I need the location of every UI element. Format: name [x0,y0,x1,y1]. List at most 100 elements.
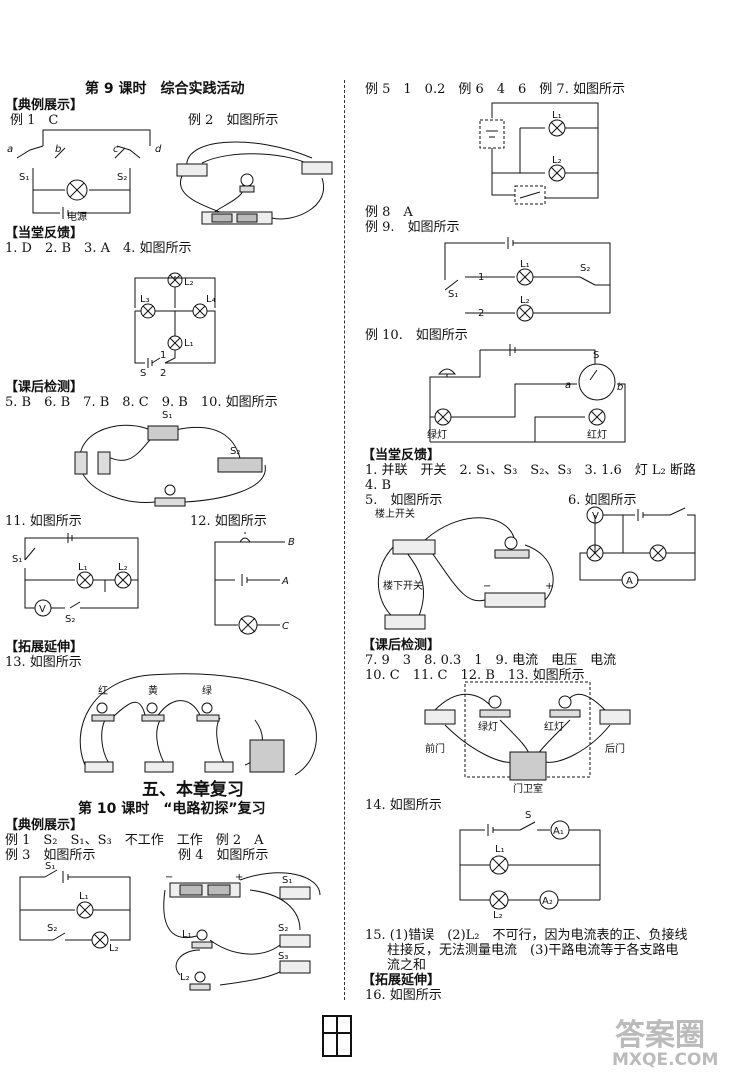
svg-text:+: + [545,581,553,592]
svg-text:L₄: L₄ [206,294,216,305]
svg-text:L₂: L₂ [180,972,190,983]
svg-text:S₁: S₁ [19,172,29,183]
question10-physical-wiring: S₁ S₂ [74,410,266,507]
svg-text:A₁: A₁ [553,826,564,837]
svg-text:S: S [140,368,146,379]
svg-text:S₂: S₂ [230,446,240,457]
lesson10-example3: 例 3 如图所示 [5,848,96,863]
svg-text:S₂: S₂ [278,923,288,934]
svg-text:L₁: L₁ [184,338,194,349]
guardroom-label: 门卫室 [513,782,543,795]
downstairs-switch-label: 楼下开关 [383,579,423,592]
lesson10-answers-1: 例 1 S₂ S₁、S₃ 不工作 工作 例 2 A [5,833,264,848]
question15-line3: 流之和 [387,958,427,973]
svg-text:2: 2 [478,308,484,319]
question6-circuit-diagram: VA [579,506,696,589]
watermark-logo: 答案圈 [615,1018,705,1053]
svg-text:S₁: S₁ [12,554,22,565]
svg-text:L₂: L₂ [184,277,194,288]
red-lamp-label: 红灯 [587,428,607,441]
front-door-label: 前门 [425,742,445,755]
svg-text:L₁: L₁ [552,110,562,121]
svg-text:S₁: S₁ [448,289,458,300]
svg-text:S₁: S₁ [162,410,172,421]
svg-text:b: b [55,144,61,155]
feedback-right-3: 5. 如图所示 [365,493,443,508]
svg-text:S₁: S₁ [45,861,55,872]
homework-answers: 5. B 6. B 7. B 8. C 9. B 10. 如图所示 [5,395,278,410]
answer-ex8: 例 8 A [365,205,413,220]
lesson10-example4: 例 4 如图所示 [178,848,269,863]
watermark-site: MXQE.COM [612,1050,719,1070]
upstairs-switch-label: 楼上开关 [375,507,415,520]
svg-text:L₃: L₃ [140,294,150,305]
feedback-answers: 1. D 2. B 3. A 4. 如图所示 [5,241,192,256]
example2-answer: 例 2 如图所示 [188,113,279,128]
svg-text:L₂: L₂ [118,562,128,573]
section-typical-2: 【典例展示】 [5,818,84,833]
question11-circuit-diagram: S₁ L₁ L₂ V S₂ [12,533,139,625]
svg-text:L₂: L₂ [109,943,119,954]
svg-text:S₂: S₂ [65,614,75,625]
red-lamp-door-label: 红灯 [544,720,564,733]
svg-text:A₂: A₂ [542,896,553,907]
svg-text:−: − [165,872,173,883]
svg-text:−: − [483,581,491,592]
answer-ex9: 例 9. 如图所示 [365,220,460,235]
section-typical: 【典例展示】 [5,98,84,113]
stairway-switch-wiring: − + 楼上开关 楼下开关 [375,507,554,630]
svg-text:A: A [281,576,289,587]
page-number-mark [322,1015,352,1057]
example1-answer: 例 1 C [10,113,59,128]
feedback-right-1: 1. 并联 开关 2. S₁、S₃ S₂、S₃ 3. 1.6 灯 L₂ 断路 [365,463,696,478]
doorbell-wiring: 绿灯 红灯 前门 后门 门卫室 [424,681,631,795]
feedback-right-4: 6. 如图所示 [568,493,637,508]
answer-ex10: 例 10. 如图所示 [365,328,468,343]
lamp-label-green: 绿 [202,684,212,697]
svg-text:L₁: L₁ [78,562,88,573]
svg-text:V: V [592,511,599,522]
lamp-label-yellow: 黄 [148,684,158,697]
lamp-label-red: 红 [98,684,108,697]
question15-line1: 15. (1)错误 (2)L₂ 不可行，因为电流表的正、负接线 [365,928,688,943]
chapter-review-heading: 五、本章复习 [142,780,244,800]
section-homework: 【课后检测】 [5,380,84,395]
example7-circuit-diagram: L₁ L₂ [479,102,599,205]
column-divider [344,80,345,1000]
question11-label: 11. 如图所示 [5,514,82,529]
question15-line2: 柱接反，无法测量电流 (3)干路电流等于各支路电 [387,943,679,958]
question13-label: 13. 如图所示 [5,655,82,670]
svg-text:S: S [593,350,599,361]
svg-text:V: V [39,604,46,615]
svg-text:a: a [565,380,571,391]
svg-text:A: A [626,576,633,587]
question16-label: 16. 如图所示 [365,988,442,1003]
svg-text:1: 1 [478,272,484,283]
svg-text:L₂: L₂ [493,910,503,921]
homework-right-1: 7. 9 3 8. 0.3 1 9. 电流 电压 电流 [365,653,617,668]
feedback-right-2: 4. B [365,478,392,493]
svg-text:S: S [525,810,531,821]
svg-text:L₂: L₂ [520,295,530,306]
svg-text:1: 1 [160,350,166,361]
svg-text:L₁: L₁ [182,929,192,940]
lesson10-title: 第 10 课时 “电路初探”复习 [78,801,266,817]
svg-text:L₁: L₁ [520,259,530,270]
example2-physical-wiring [176,141,333,225]
homework-right-2: 10. C 11. C 12. B 13. 如图所示 [365,668,585,683]
question14-label: 14. 如图所示 [365,798,442,813]
svg-text:S₁: S₁ [282,875,292,886]
section-homework-right: 【课后检测】 [362,638,441,653]
question13-physical-wiring: 红 黄 绿 [79,673,317,776]
section-feedback: 【当堂反馈】 [5,226,84,241]
svg-text:S₂: S₂ [117,172,127,183]
svg-text:a: a [7,144,13,155]
svg-text:S₂: S₂ [47,923,57,934]
svg-text:L₂: L₂ [552,155,562,166]
answers-ex5-7: 例 5 1 0.2 例 6 4 6 例 7. 如图所示 [365,82,625,97]
svg-text:+: + [235,872,243,883]
question12-label: 12. 如图所示 [190,514,267,529]
